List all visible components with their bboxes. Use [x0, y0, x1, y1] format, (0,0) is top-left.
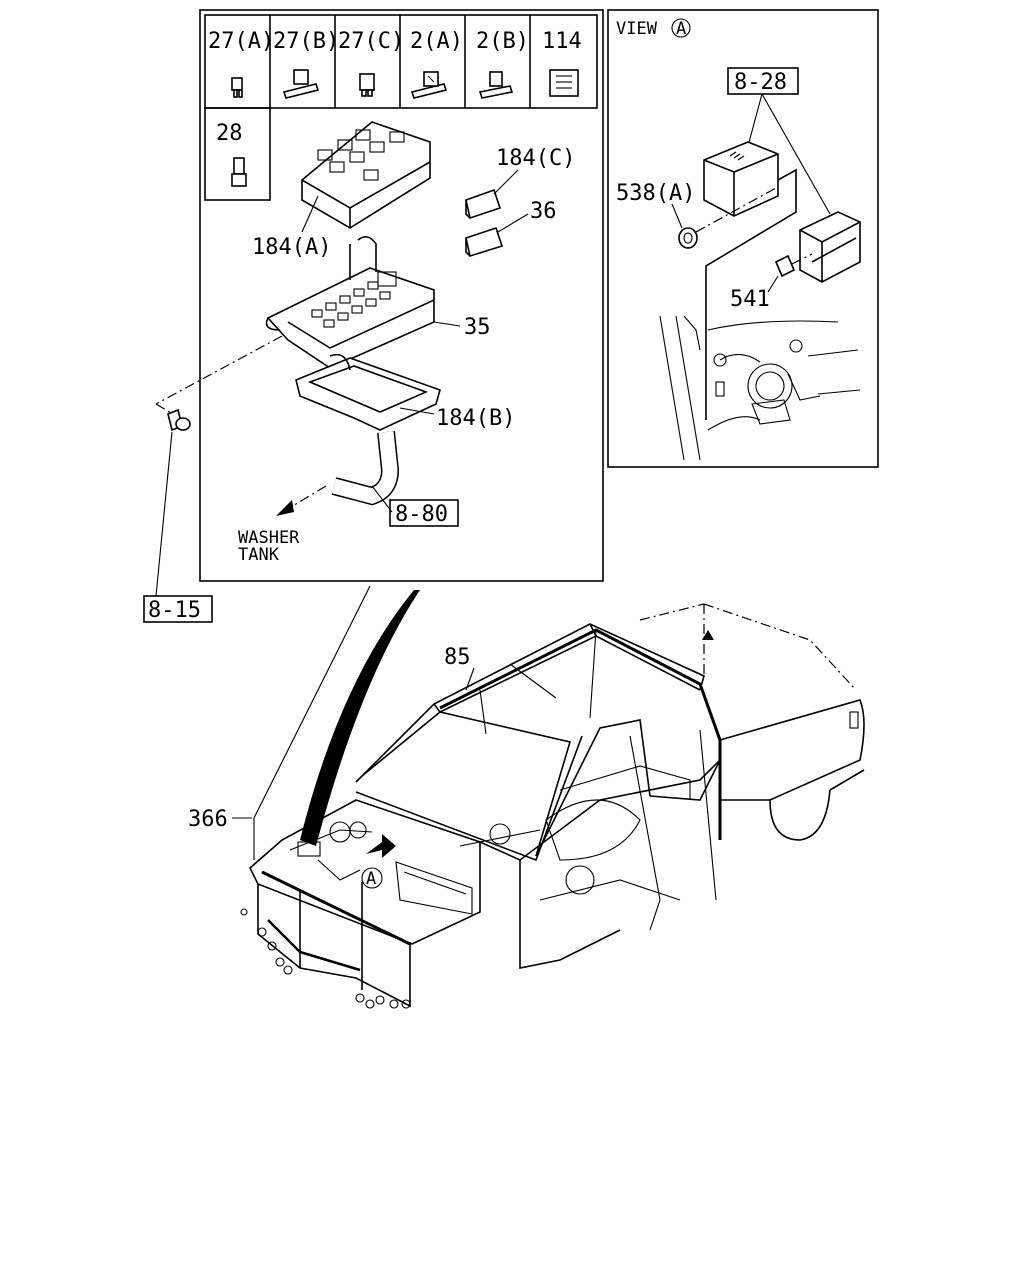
- front-fasteners: [240, 908, 411, 1009]
- relay-184c-label: 184(C): [496, 146, 575, 171]
- view-a-marker-circle: [671, 18, 691, 38]
- part-27c-label: 27(C): [338, 29, 404, 54]
- control-module-lower: [799, 211, 861, 283]
- fuse-27a-icon: [231, 77, 243, 98]
- connector-114-icon: [549, 69, 579, 97]
- view-a-ref-marker: A: [366, 869, 376, 889]
- ref-8-15-box: [143, 595, 213, 623]
- view-a-panel: VIEW A 8-28 538(A): [607, 9, 879, 468]
- roof-harness: [439, 628, 722, 840]
- view-a-title: VIEW: [616, 19, 658, 39]
- part-27a-label: 27(A): [208, 29, 274, 54]
- part-2a-label: 2(A): [410, 29, 463, 54]
- cover-184a-label: 184(A): [252, 235, 331, 260]
- fuse-box-cover: [301, 121, 431, 229]
- ref-8-15-label: 8-15: [148, 598, 201, 623]
- bolt-28-icon: [231, 157, 247, 187]
- part-27b-label: 27(B): [273, 29, 339, 54]
- harness-85-label: 85: [444, 645, 471, 670]
- harness-366-label: 366: [188, 807, 228, 832]
- relay-2b-icon: [478, 71, 514, 99]
- ref-8-80-box: [389, 499, 459, 527]
- bolt-icon: [167, 408, 191, 432]
- fuse-27c-icon: [359, 73, 375, 97]
- fuse-box-detail-panel: 27(A) 27(B) 27(C) 2(A) 2(B) 114 28: [155, 9, 604, 582]
- nut-538a-label: 538(A): [616, 181, 695, 206]
- clip-541-label: 541: [730, 287, 770, 312]
- up-arrow-icon: [702, 630, 714, 640]
- washer-label-line1: WASHER: [238, 528, 300, 548]
- view-a-ref-circle: [361, 867, 383, 889]
- fuse-27b-icon: [282, 69, 320, 99]
- parts-table: 27(A) 27(B) 27(C) 2(A) 2(B) 114 28: [204, 14, 598, 201]
- ref-8-28-label: 8-28: [734, 70, 787, 95]
- nut-538a-icon: [678, 227, 698, 249]
- ref-8-80-label: 8-80: [395, 502, 448, 527]
- view-a-background-sketch: [659, 315, 861, 461]
- fuse-relay-box: [265, 236, 435, 369]
- relay-36-icon: [465, 226, 504, 258]
- box-35-label: 35: [464, 315, 491, 340]
- washer-tank-arrow-icon: [276, 500, 294, 516]
- hood-edge: [300, 590, 420, 846]
- part-2b-label: 2(B): [476, 29, 529, 54]
- vehicle-body: 366 85 A: [188, 585, 865, 1009]
- control-module-upper: [703, 141, 797, 420]
- ref-8-28-box: [727, 67, 799, 95]
- engine-bay-components: [289, 821, 373, 881]
- washer-hose: [331, 431, 400, 506]
- fuse-box-base: [295, 353, 441, 431]
- view-a-pointer-icon: [366, 834, 396, 858]
- relay-184c-icon: [465, 188, 502, 220]
- part-28-label: 28: [216, 121, 243, 146]
- part-114-label: 114: [542, 29, 582, 54]
- base-184b-label: 184(B): [436, 406, 515, 431]
- clip-541-icon: [774, 254, 796, 278]
- view-a-marker: A: [676, 19, 686, 39]
- washer-label-line2: TANK: [238, 545, 280, 565]
- relay-36-label: 36: [530, 199, 557, 224]
- relay-2a-icon: [410, 71, 448, 99]
